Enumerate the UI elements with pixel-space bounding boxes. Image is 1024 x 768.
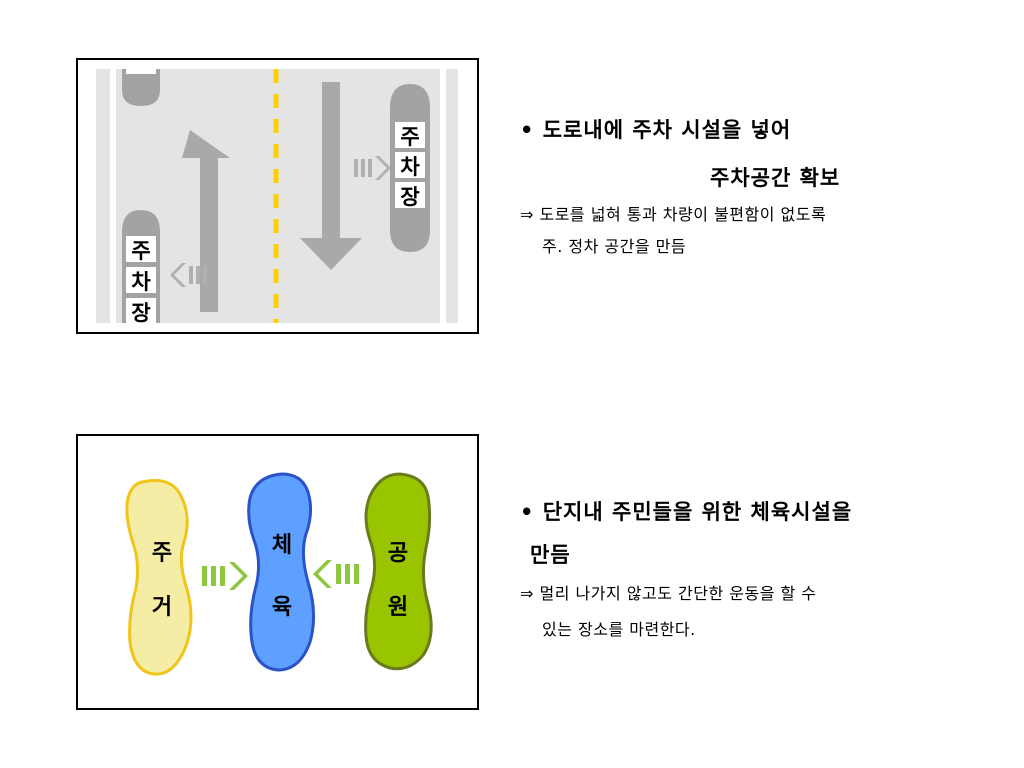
left-lane-edge	[110, 69, 116, 323]
parking-bay-top-left-stripe	[126, 69, 156, 74]
parking-label-left-box-3	[126, 298, 156, 323]
sports-label-2: 육	[272, 595, 292, 620]
complex-description: • 단지내 주민들을 위한 체육시설을 만듬 ⇒ 멀리 나가지 않고도 간단한 …	[520, 498, 1000, 641]
parking-label-right-1: 주	[400, 125, 419, 149]
park-label-2: 원	[388, 595, 408, 620]
parking-label-right-box-2	[395, 152, 425, 178]
parking-label-left-box-1	[126, 236, 156, 262]
parking-label-right-2: 차	[400, 155, 420, 179]
complex-sub-point: ⇒ 멀리 나가지 않고도 간단한 운동을 할 수	[520, 584, 817, 603]
chevron-left-icon	[313, 560, 359, 588]
road-parking-diagram: 주 차 장 주 차 장	[76, 58, 479, 334]
parking-label-left-2: 차	[131, 270, 151, 294]
right-lane-edge	[440, 69, 446, 323]
residential-shape	[125, 479, 193, 676]
road-bullet-continuation: 주차공간 확보	[710, 166, 841, 190]
parking-bay-top-left	[122, 69, 160, 106]
chevron-right-icon	[202, 562, 248, 590]
complex-facility-diagram: 주 거 체 육 공 원	[76, 434, 479, 710]
parking-label-left-box-2	[126, 267, 156, 293]
road-sub-point-continuation: 주. 정차 공간을 만듬	[542, 237, 687, 256]
residential-label-1: 주	[152, 541, 172, 566]
complex-sub-point-continuation: 있는 장소를 마련한다.	[542, 620, 696, 639]
chevron-left-icon	[170, 263, 207, 287]
road-description: • 도로내에 주차 시설을 넣어 주차공간 확보 ⇒ 도로를 넓혀 통과 차량이…	[520, 116, 1000, 258]
road-diagram-svg: 주 차 장 주 차 장	[96, 69, 458, 325]
parking-label-left-3: 장	[131, 301, 150, 325]
road-sub-point: ⇒ 도로를 넓혀 통과 차량이 불편함이 없도록	[520, 205, 827, 224]
complex-bullet-continuation: 만듬	[530, 543, 571, 567]
up-arrow-icon	[182, 130, 230, 312]
park-shape	[364, 472, 433, 671]
complex-diagram-svg: 주 거 체 육 공 원	[125, 472, 433, 676]
parking-label-right-box-1	[395, 122, 425, 148]
down-arrow-icon	[300, 82, 362, 270]
sports-label-1: 체	[272, 533, 292, 558]
complex-bullet: • 단지내 주민들을 위한 체육시설을	[520, 500, 853, 524]
chevron-right-icon	[354, 156, 391, 180]
road-bullet: • 도로내에 주차 시설을 넣어	[520, 118, 792, 142]
parking-label-right-3: 장	[400, 185, 419, 209]
residential-label-2: 거	[152, 595, 172, 620]
parking-label-right-box-3	[395, 182, 425, 208]
parking-label-left-1: 주	[131, 239, 150, 263]
park-label-1: 공	[388, 541, 408, 566]
sports-shape	[247, 472, 315, 672]
